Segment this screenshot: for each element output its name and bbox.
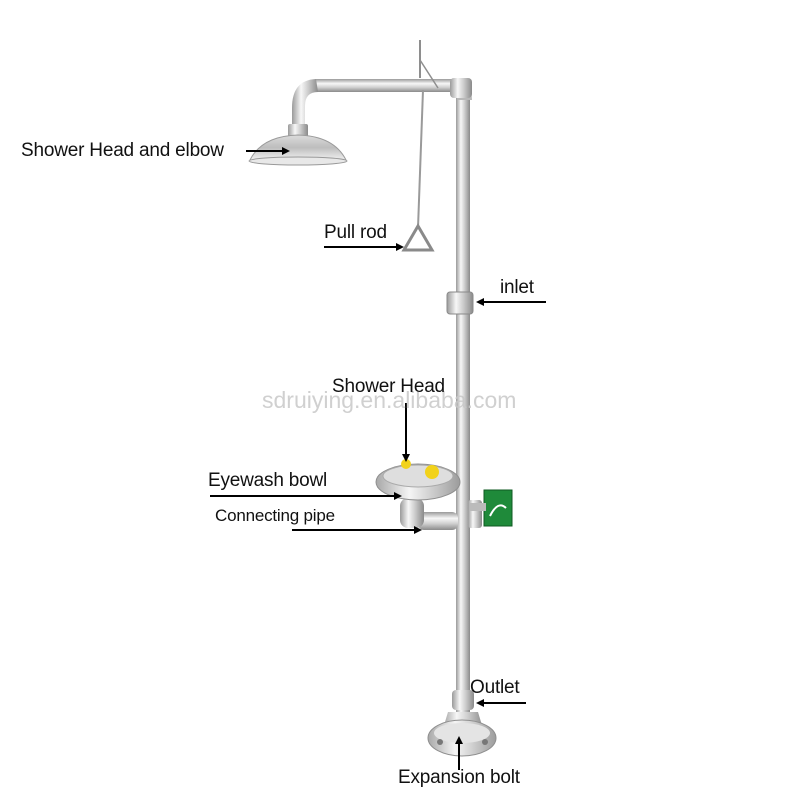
label-shower-head: Shower Head <box>332 376 445 397</box>
watermark: sdruiying.en.alibaba.com <box>262 387 517 413</box>
inlet-fitting <box>446 291 474 315</box>
label-pull-rod: Pull rod <box>324 222 387 243</box>
label-inlet: inlet <box>500 277 534 298</box>
label-shower-head-elbow: Shower Head and elbow <box>21 140 224 161</box>
label-expansion-bolt: Expansion bolt <box>398 767 520 788</box>
eyewash-assembly <box>375 459 513 530</box>
main-riser-pipe <box>456 95 470 735</box>
label-connecting-pipe: Connecting pipe <box>215 506 335 525</box>
pointer-arrows <box>210 147 546 770</box>
label-outlet: Outlet <box>470 677 520 698</box>
pull-rod <box>401 40 439 252</box>
top-horizontal-pipe <box>292 78 472 128</box>
label-eyewash-bowl: Eyewash bowl <box>208 470 328 491</box>
shower-head-elbow <box>248 124 348 166</box>
base-outlet <box>427 690 497 757</box>
